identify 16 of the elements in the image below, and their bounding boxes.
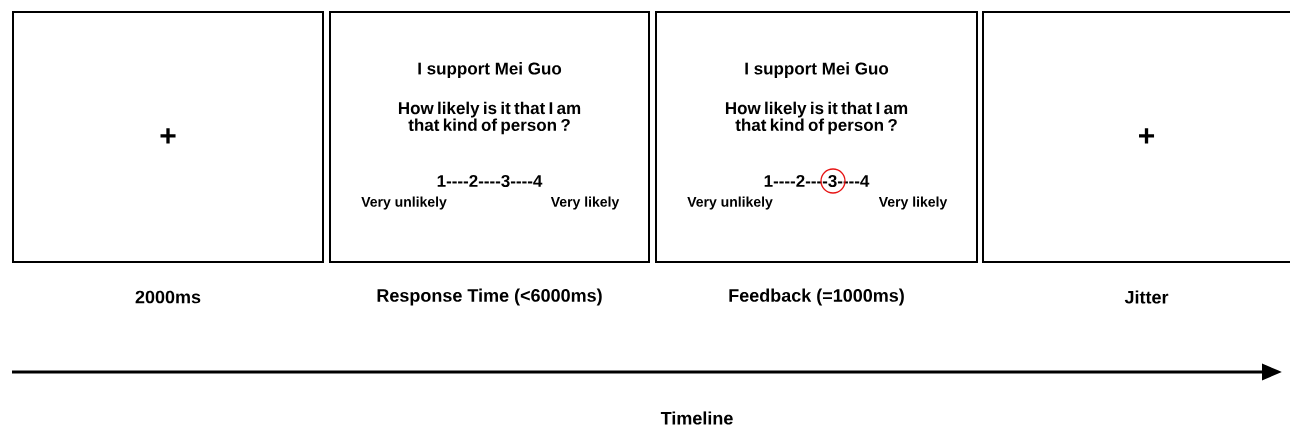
duration-label: 2000ms	[135, 290, 201, 304]
duration-label: Feedback (=1000ms)	[729, 288, 904, 306]
statement-text: I support Mei Guo	[418, 62, 562, 78]
scale-label: Very likely	[878, 196, 948, 210]
scale-label: Very unlikely	[361, 196, 447, 210]
question-text: How likely is it that I am that kind of person ?	[398, 101, 581, 135]
timeline-label: Timeline	[660, 411, 733, 425]
plus-sign: +	[160, 128, 176, 144]
duration-label: Jitter	[1124, 290, 1169, 304]
scale-label: Very likely	[550, 196, 620, 210]
rating-scale: 1----2----3----4	[437, 174, 543, 188]
statement-text: I support Mei Guo	[745, 62, 889, 78]
plus-sign: +	[1139, 128, 1155, 144]
duration-label: Response Time (<6000ms)	[377, 288, 602, 306]
scale-label: Very unlikely	[687, 196, 773, 210]
question-text: How likely is it that I am that kind of person ?	[725, 101, 908, 135]
